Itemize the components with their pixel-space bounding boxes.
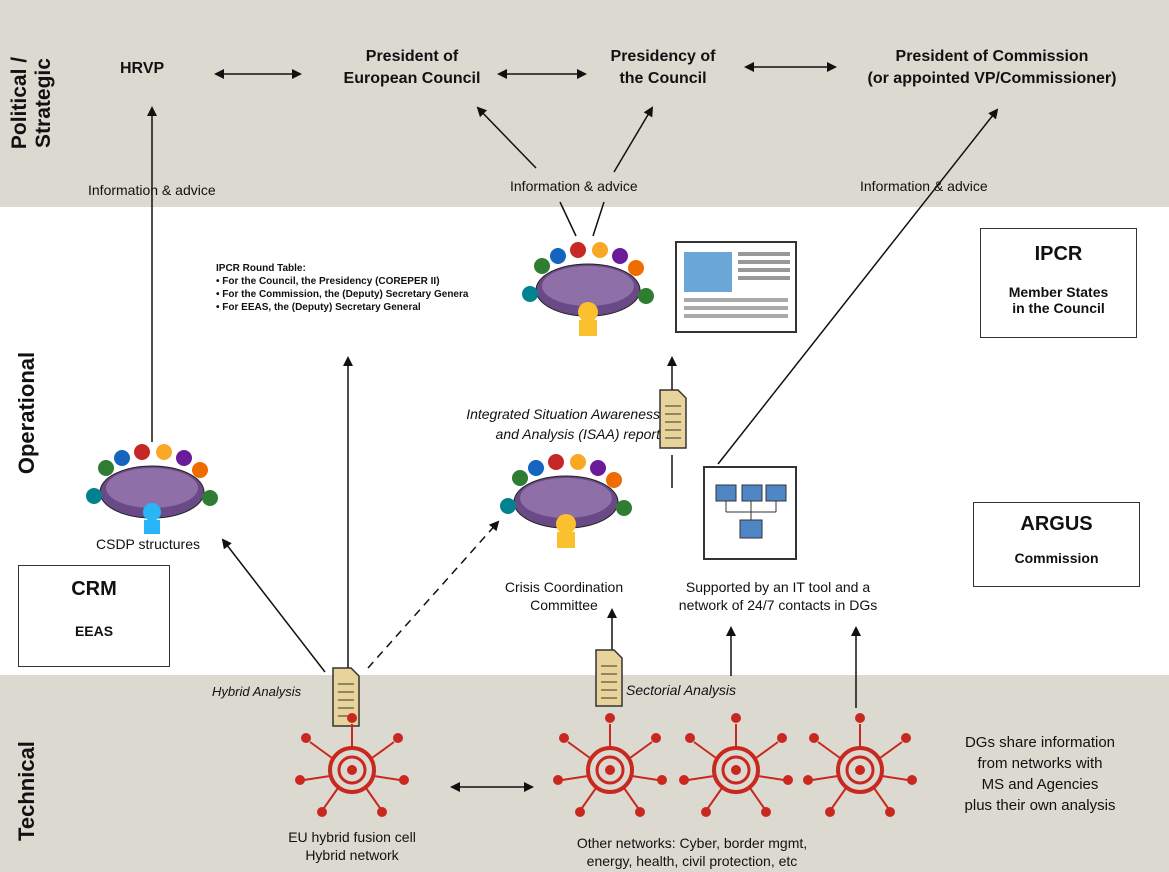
arrow-hybrid-ccc [367,520,500,669]
csdp-structures-label: CSDP structures [96,536,200,552]
argus-box: ARGUS Commission [973,502,1140,587]
president-of-commission: President of Commission (or appointed VP… [867,48,1117,87]
document-icon [659,389,687,449]
sectorial-analysis-label: Sectorial Analysis [626,682,736,698]
political-strategic-band [0,0,1169,207]
ipcr-box: IPCR Member States in the Council [980,228,1137,338]
isaa-report-label: Integrated Situation Awareness and Analy… [466,406,660,442]
eu-hybrid-fusion-cell-label: EU hybrid fusion cell Hybrid network [288,829,416,863]
president-european-council: President of European Council [343,48,481,87]
it-tool-icon [703,466,797,560]
ipcr-round-table-text: IPCR Round Table: • For the Council, the… [216,263,469,313]
technical-band [0,675,1169,872]
hrvp-label: HRVP [120,60,165,77]
crisis-coordination-committee-label: Crisis Coordination Committee [504,579,624,613]
report-screenshot-icon [675,241,797,333]
political-strategic-label: Political / Strategic [8,56,55,150]
line-table-info-2 [592,201,605,237]
presidency-of-council: Presidency of the Council [610,48,716,87]
technical-label: Technical [14,741,39,841]
crm-box: CRM EEAS [18,565,170,667]
arrow-hybrid-csdp [221,538,326,673]
line-table-info-1 [559,201,577,237]
dgs-share-information-label: DGs share information from networks with… [964,734,1116,814]
round-table-icon [86,444,218,534]
round-table-icon [500,454,632,548]
information-advice-hrvp: Information & advice [88,182,216,198]
information-advice-commission: Information & advice [860,178,988,194]
information-advice-council: Information & advice [510,178,638,194]
hybrid-analysis-label: Hybrid Analysis [212,684,302,699]
other-networks-label: Other networks: Cyber, border mgmt, ener… [576,835,808,869]
it-tool-support-label: Supported by an IT tool and a network of… [678,579,878,613]
round-table-icon [522,242,654,336]
operational-label: Operational [14,351,39,475]
